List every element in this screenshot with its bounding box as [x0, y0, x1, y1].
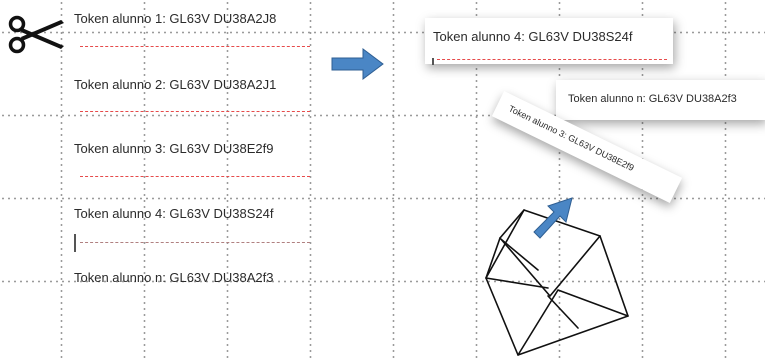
token-line-5: Token alunno n: GL63V DU38A2f3: [74, 270, 274, 285]
arrow-up-icon: [533, 197, 573, 239]
token-line-4: Token alunno 4: GL63V DU38S24f: [74, 206, 274, 221]
token-card-text: Token alunno 4: GL63V DU38S24f: [433, 29, 633, 44]
scissors-icon: [8, 15, 64, 54]
card-text-cursor: [432, 58, 434, 65]
token-card-text: Token alunno n: GL63V DU38A2f3: [568, 93, 737, 105]
token-line-1: Token alunno 1: GL63V DU38A2J8: [74, 11, 277, 26]
token-card-alunno-4: Token alunno 4: GL63V DU38S24f: [425, 18, 673, 65]
text-cursor: [74, 234, 76, 252]
arrow-right-icon: [331, 48, 384, 80]
cut-line-1: [80, 46, 310, 47]
token-line-2: Token alunno 2: GL63V DU38A2J1: [74, 77, 277, 92]
cut-line-2: [80, 111, 310, 112]
token-card-alunno-n: Token alunno n: GL63V DU38A2f3: [556, 80, 765, 120]
token-line-3: Token alunno 3: GL63V DU38E2f9: [74, 141, 274, 156]
envelope-icon: [485, 209, 629, 356]
card-cut-line: [437, 59, 667, 60]
cut-line-3: [80, 176, 310, 177]
cut-line-4: [80, 242, 310, 243]
